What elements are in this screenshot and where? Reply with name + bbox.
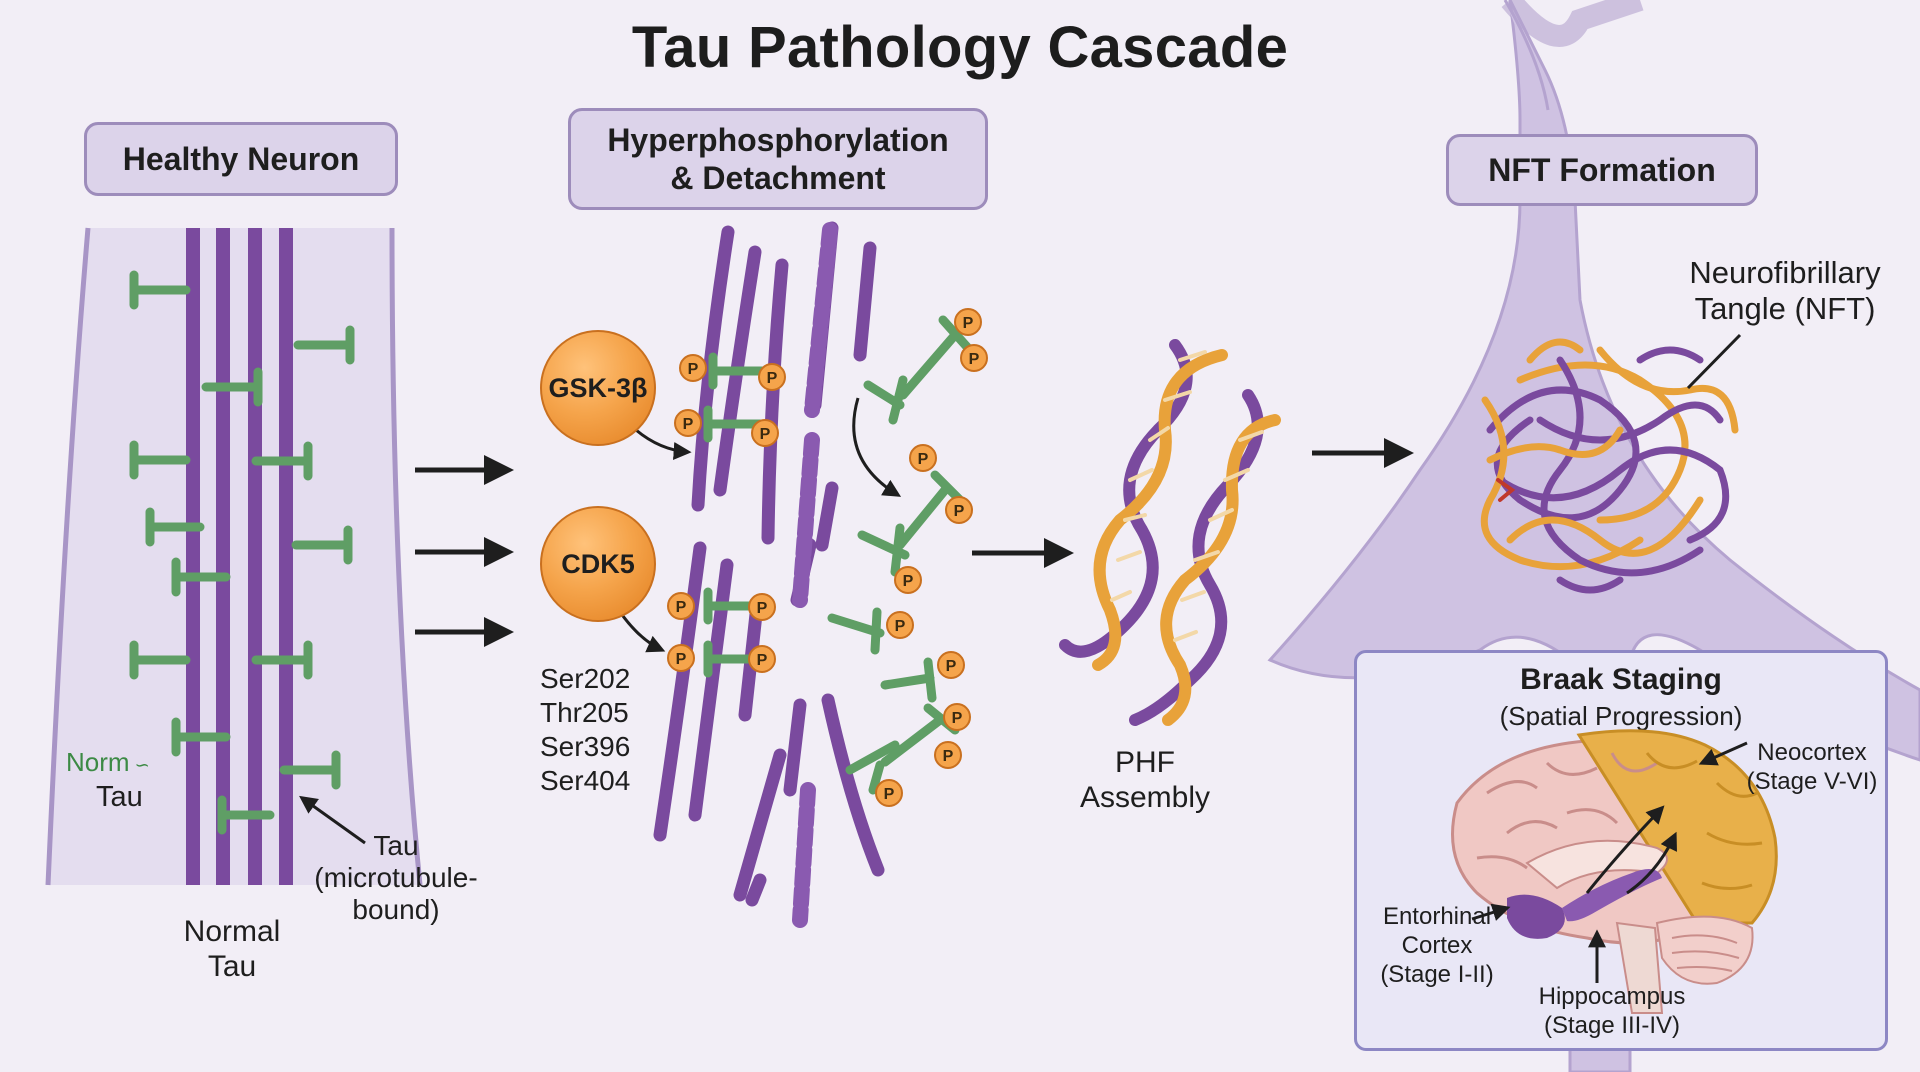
nft-tangle bbox=[1480, 338, 1739, 594]
nft-formation-header: NFT Formation bbox=[1446, 134, 1758, 206]
normal-tau-small-label: Norm ∽ bbox=[66, 747, 150, 778]
phf-helices bbox=[1059, 339, 1281, 726]
phosphate-5: P bbox=[748, 593, 776, 621]
gsk3b-kinase: GSK-3β bbox=[540, 330, 656, 446]
svg-text:P: P bbox=[903, 573, 914, 590]
nft-pointer bbox=[1686, 333, 1742, 390]
phosphate-16: P bbox=[934, 741, 962, 769]
tangle-strand-8 bbox=[1486, 426, 1624, 464]
normal-tau-small-black: Tau bbox=[96, 781, 143, 813]
tangle-strand-2 bbox=[1496, 446, 1730, 544]
svg-text:P: P bbox=[943, 748, 954, 765]
phosphate-3: P bbox=[751, 419, 779, 447]
phosphate-17: P bbox=[875, 779, 903, 807]
fragmented-microtubules bbox=[653, 221, 885, 907]
phosphate-10: P bbox=[909, 444, 937, 472]
phosphate-2: P bbox=[674, 409, 702, 437]
braak-staging-panel: Braak Staging (Spatial Progression) bbox=[1354, 650, 1888, 1051]
brain-illustration bbox=[1451, 729, 1778, 1014]
normal-tau-small-green: Norm bbox=[66, 747, 130, 777]
brain-arrows bbox=[1471, 741, 1748, 983]
axon-segment bbox=[45, 227, 423, 886]
nft-label: Neurofibrillary Tangle (NFT) bbox=[1689, 255, 1881, 326]
svg-text:P: P bbox=[895, 618, 906, 635]
tangle-strand-11 bbox=[1556, 576, 1624, 594]
svg-text:P: P bbox=[954, 503, 965, 520]
healthy-tau-proteins bbox=[129, 270, 355, 835]
normal-tau-label: Normal Tau bbox=[183, 915, 281, 983]
site-ser404: Ser404 bbox=[540, 765, 631, 796]
phosphate-1: P bbox=[758, 363, 786, 391]
phf-assembly-label: PHF Assembly bbox=[1079, 746, 1211, 814]
neocortex-label: Neocortex (Stage V-VI) bbox=[1746, 739, 1878, 795]
phosphate-12: P bbox=[894, 566, 922, 594]
tau-bound-pointer bbox=[299, 795, 366, 845]
svg-text:P: P bbox=[688, 361, 699, 378]
tangle-strand-9 bbox=[1526, 338, 1584, 364]
svg-text:P: P bbox=[884, 786, 895, 803]
tangle-strand-10 bbox=[1636, 346, 1704, 364]
tangle-red-strand bbox=[1496, 478, 1516, 502]
diagram-title: Tau Pathology Cascade bbox=[631, 15, 1289, 80]
phosphate-8: P bbox=[954, 308, 982, 336]
svg-text:P: P bbox=[683, 416, 694, 433]
microtubule-beads bbox=[792, 222, 838, 928]
svg-text:P: P bbox=[918, 451, 929, 468]
svg-text:P: P bbox=[676, 599, 687, 616]
cdk5-kinase: CDK5 bbox=[540, 506, 656, 622]
brain-shape bbox=[1451, 729, 1778, 1014]
phosphate-11: P bbox=[945, 496, 973, 524]
hyper-line-2: & Detachment bbox=[670, 160, 886, 196]
tangle-strand-6 bbox=[1506, 496, 1704, 557]
svg-text:P: P bbox=[760, 426, 771, 443]
svg-text:P: P bbox=[767, 370, 778, 387]
svg-text:P: P bbox=[676, 651, 687, 668]
phosphate-15: P bbox=[943, 703, 971, 731]
braak-subtitle: (Spatial Progression) bbox=[1499, 701, 1743, 731]
tau-squiggle-icon: ∽ bbox=[129, 755, 150, 775]
tangle-strand-7 bbox=[1536, 401, 1724, 444]
svg-text:P: P bbox=[757, 652, 768, 669]
phosphate-6: P bbox=[667, 644, 695, 672]
healthy-microtubules bbox=[186, 228, 293, 885]
hyper-line-1: Hyperphosphorylation bbox=[607, 121, 949, 158]
kinase-arrows bbox=[618, 397, 902, 653]
phosphate-13: P bbox=[886, 611, 914, 639]
tangle-strand-5 bbox=[1596, 346, 1739, 434]
tau-bound-label: Tau (microtubule- bound) bbox=[314, 830, 478, 926]
phosphate-7: P bbox=[748, 645, 776, 673]
svg-text:P: P bbox=[946, 658, 957, 675]
phosphate-groups: P P P P P P P P P P P P P P P P P P bbox=[667, 308, 988, 807]
site-ser396: Ser396 bbox=[540, 731, 631, 762]
svg-text:P: P bbox=[963, 315, 974, 332]
phosphate-0: P bbox=[679, 354, 707, 382]
phospho-site-list: Ser202 Thr205 Ser396 Ser404 bbox=[540, 662, 630, 798]
input-arrows bbox=[415, 455, 514, 647]
hippocampus-label: Hippocampus (Stage III-IV) bbox=[1538, 983, 1686, 1039]
site-thr205: Thr205 bbox=[540, 697, 629, 728]
phosphate-9: P bbox=[960, 344, 988, 372]
entorhinal-cortex-label: Entorhinal Cortex (Stage I-II) bbox=[1380, 903, 1494, 988]
site-ser202: Ser202 bbox=[540, 663, 631, 694]
hyperphosphorylation-header: Hyperphosphorylation & Detachment bbox=[568, 108, 988, 210]
tangle-strand-1 bbox=[1516, 361, 1689, 524]
svg-text:P: P bbox=[952, 710, 963, 727]
svg-text:P: P bbox=[757, 600, 768, 617]
bound-phospho-tau bbox=[703, 352, 773, 678]
phosphate-4: P bbox=[667, 592, 695, 620]
braak-title: Braak Staging bbox=[1520, 663, 1722, 696]
healthy-neuron-header: Healthy Neuron bbox=[84, 122, 398, 196]
phosphate-14: P bbox=[937, 651, 965, 679]
svg-text:P: P bbox=[969, 351, 980, 368]
